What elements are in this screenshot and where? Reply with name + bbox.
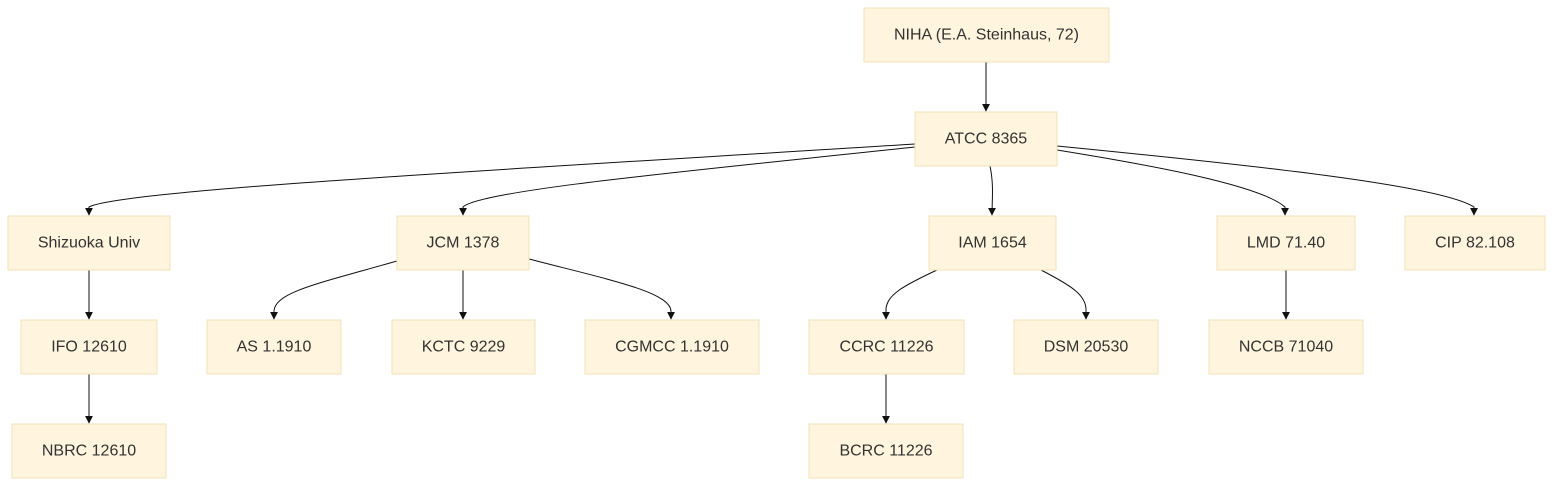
node-nccb: NCCB 71040 bbox=[1208, 319, 1364, 375]
edge-jcm-to-as bbox=[270, 260, 398, 320]
node-label: BCRC 11226 bbox=[839, 443, 932, 460]
node-as: AS 1.1910 bbox=[206, 319, 342, 375]
node-cgmcc: CGMCC 1.1910 bbox=[584, 319, 760, 375]
edge-iam-to-dsm bbox=[1040, 269, 1090, 320]
node-label: JCM 1378 bbox=[427, 235, 500, 252]
edge-atcc-to-cip bbox=[1056, 145, 1478, 216]
node-label: CCRC 11226 bbox=[840, 339, 934, 356]
node-box bbox=[206, 319, 342, 375]
node-label: CIP 82.108 bbox=[1435, 235, 1515, 252]
node-label: NCCB 71040 bbox=[1239, 339, 1333, 356]
node-box bbox=[1404, 215, 1546, 271]
node-label: ATCC 8365 bbox=[945, 131, 1028, 148]
node-box bbox=[584, 319, 760, 375]
node-label: CGMCC 1.1910 bbox=[615, 339, 729, 356]
node-label: IAM 1654 bbox=[958, 235, 1027, 252]
node-iam: IAM 1654 bbox=[928, 215, 1057, 271]
node-box bbox=[20, 319, 158, 375]
node-box bbox=[391, 319, 536, 375]
node-box bbox=[11, 423, 167, 479]
node-label: DSM 20530 bbox=[1044, 339, 1129, 356]
node-box bbox=[808, 319, 965, 375]
node-box bbox=[914, 111, 1058, 167]
edge-atcc-to-jcm bbox=[459, 146, 916, 216]
node-bcrc: BCRC 11226 bbox=[808, 423, 964, 479]
node-niha: NIHA (E.A. Steinhaus, 72) bbox=[863, 7, 1110, 63]
nodes: NIHA (E.A. Steinhaus, 72) ATCC 8365 Shiz… bbox=[7, 7, 1546, 479]
node-atcc: ATCC 8365 bbox=[914, 111, 1058, 167]
node-shizuoka: Shizuoka Univ bbox=[7, 215, 171, 271]
node-cip: CIP 82.108 bbox=[1404, 215, 1546, 271]
node-lmd: LMD 71.40 bbox=[1216, 215, 1356, 271]
node-dsm: DSM 20530 bbox=[1013, 319, 1159, 375]
edge-jcm-to-cgmcc bbox=[528, 258, 675, 320]
node-label: LMD 71.40 bbox=[1247, 235, 1325, 252]
node-box bbox=[1013, 319, 1159, 375]
edge-atcc-to-lmd bbox=[1056, 149, 1289, 216]
node-label: KCTC 9229 bbox=[422, 339, 506, 356]
node-kctc: KCTC 9229 bbox=[391, 319, 536, 375]
node-label: Shizuoka Univ bbox=[38, 235, 140, 252]
node-nbrc: NBRC 12610 bbox=[11, 423, 167, 479]
node-label: NIHA (E.A. Steinhaus, 72) bbox=[894, 27, 1079, 44]
node-box bbox=[863, 7, 1110, 63]
node-jcm: JCM 1378 bbox=[396, 215, 530, 271]
node-ccrc: CCRC 11226 bbox=[808, 319, 965, 375]
node-box bbox=[396, 215, 530, 271]
node-label: IFO 12610 bbox=[51, 339, 127, 356]
edge-atcc-to-shizuoka bbox=[85, 143, 916, 216]
edge-atcc-to-iam bbox=[988, 165, 997, 216]
node-ifo: IFO 12610 bbox=[20, 319, 158, 375]
node-box bbox=[1208, 319, 1364, 375]
edge-iam-to-ccrc bbox=[882, 269, 938, 320]
node-box bbox=[808, 423, 964, 479]
node-label: NBRC 12610 bbox=[42, 443, 136, 460]
edges bbox=[85, 62, 1478, 424]
node-box bbox=[7, 215, 171, 271]
node-label: AS 1.1910 bbox=[237, 339, 312, 356]
node-box bbox=[1216, 215, 1356, 271]
node-box bbox=[928, 215, 1057, 271]
